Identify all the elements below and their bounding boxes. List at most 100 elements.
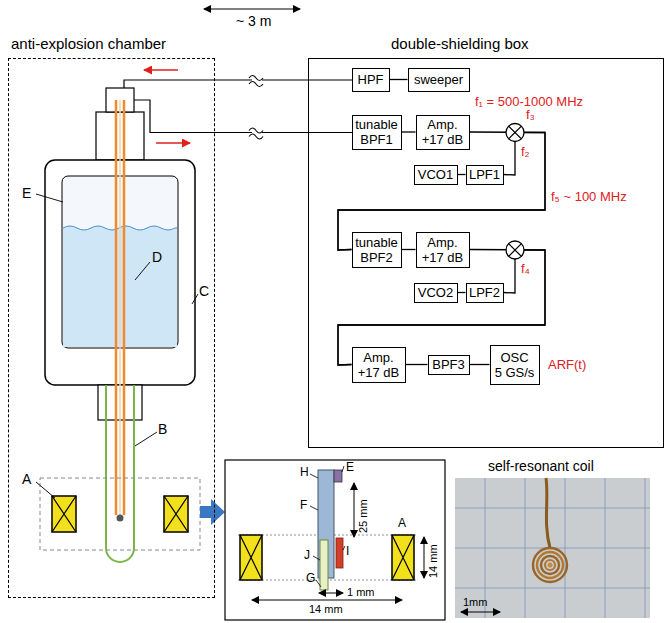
amplifier-box: Amp. +17 dB: [352, 347, 406, 383]
part-label: C: [199, 284, 209, 299]
scale-bar: [461, 612, 500, 613]
box-body: OSC5 GS/s: [491, 346, 539, 384]
signal-line: [390, 79, 408, 80]
break-symbol: [249, 76, 263, 140]
signal-arrow: [156, 142, 190, 144]
coil-mark: [164, 496, 188, 532]
distance-arrow: [204, 8, 300, 9]
signal-line: [406, 364, 428, 365]
signal-line: [458, 174, 466, 175]
dimension-arrow: [319, 593, 343, 594]
coil-turn: [545, 560, 555, 570]
mixer-mark: [509, 244, 522, 257]
box-text: HPF: [358, 72, 384, 87]
signal-label: f₅ ~ 100 MHz: [551, 190, 627, 204]
part-label: I: [346, 545, 349, 558]
coil-turn: [533, 548, 567, 582]
cable: [134, 100, 352, 133]
part-label: J: [304, 549, 310, 562]
part-label: G: [306, 572, 315, 585]
signal-line: [338, 250, 545, 366]
amplifier-box: Amp. +17 dB: [416, 115, 470, 150]
oscillator-box: VCO1: [414, 165, 458, 185]
coil-mark: [240, 535, 262, 580]
coil-lead: [546, 478, 550, 548]
filter-box: LPF2: [466, 283, 504, 303]
cap-part: [334, 470, 342, 482]
signal-arrow: [144, 69, 178, 71]
coil-part: [336, 538, 343, 568]
filter-box: LPF1: [466, 165, 504, 185]
coil-photo: [455, 478, 650, 618]
inner-tube: [320, 540, 328, 590]
part-label: F: [300, 499, 307, 512]
inset-frame: [225, 460, 445, 620]
filter-box: BPF3: [428, 355, 470, 375]
signal-line: [402, 131, 416, 132]
distance-label: ~ 3 m: [236, 14, 271, 29]
box-text: 5 GS/s: [495, 365, 535, 380]
dimension-label: 25 mm: [358, 499, 370, 533]
mixer-symbol: [506, 124, 524, 142]
coil-center: [548, 563, 553, 568]
signal-line: [470, 364, 490, 365]
magnet-coil: [392, 535, 414, 580]
signal-label: f₂: [521, 145, 530, 159]
caption-label: self-resonant coil: [488, 459, 594, 474]
box-text: BPF3: [432, 357, 465, 372]
box-text: VCO2: [418, 285, 453, 300]
amplifier-box: Amp. +17 dB: [416, 232, 470, 268]
box-body: LPF2: [467, 284, 503, 302]
oscilloscope-box: OSC5 GS/s: [490, 345, 540, 385]
part-label: E: [346, 461, 354, 474]
box-text: Amp. +17 dB: [417, 235, 469, 265]
coil-mark: [52, 496, 76, 532]
cable: [124, 80, 352, 88]
filter-box: tunable BPF1: [352, 115, 402, 150]
part-label: H: [300, 466, 309, 479]
dimension-label: 1 mm: [347, 587, 375, 599]
sample-coil: [117, 515, 124, 522]
coil-turn: [541, 556, 559, 574]
box-body: LPF1: [467, 166, 503, 184]
dimension-label: 14 mm: [309, 604, 343, 616]
mixer-mark: [509, 126, 522, 139]
coil-turn: [537, 552, 563, 578]
coax-line: [123, 100, 126, 515]
signal-line: [458, 292, 466, 293]
box-body: tunable BPF1: [353, 116, 401, 149]
scale-label: 1mm: [463, 597, 487, 609]
part-label: A: [22, 472, 31, 487]
coax-core: [119, 100, 121, 515]
box-body: tunable BPF2: [353, 233, 401, 267]
signal-line: [338, 250, 545, 365]
box-text: sweeper: [414, 72, 463, 87]
dimension-label: 14 mm: [428, 544, 440, 578]
box-text: LPF2: [469, 285, 500, 300]
signal-label: ARF(t): [548, 358, 586, 372]
source-box: sweeper: [408, 68, 470, 92]
box-text: tunable BPF1: [353, 117, 401, 147]
box-text: VCO1: [418, 167, 453, 182]
dimension-arrow: [252, 600, 402, 601]
signal-line: [338, 133, 545, 251]
box-body: VCO2: [415, 284, 457, 302]
signal-line: [338, 132, 545, 250]
photo-grid: [455, 478, 650, 618]
leader-line: [36, 194, 198, 498]
zoom-arrow: [200, 499, 225, 525]
part-label: B: [158, 422, 167, 437]
leader-line: [310, 466, 345, 587]
detail-frame: [40, 478, 200, 550]
oscillator-box: VCO2: [414, 283, 458, 303]
box-body: BPF3: [429, 356, 469, 374]
part-label: E: [22, 186, 31, 201]
dimension-arrow: [354, 483, 355, 537]
box-text: Amp. +17 dB: [353, 350, 405, 380]
signal-label: f₄: [521, 262, 530, 276]
box-heading: anti-explosion chamber: [11, 35, 166, 53]
box-body: sweeper: [409, 69, 469, 91]
enclosure-box: anti-explosion chamber: [8, 58, 215, 598]
